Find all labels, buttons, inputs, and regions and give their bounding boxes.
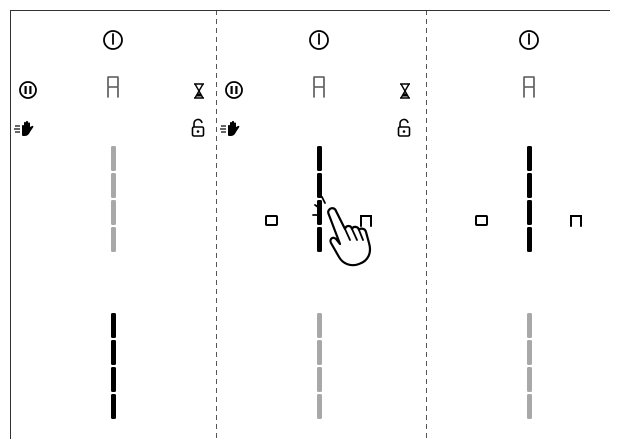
- display-character: [311, 75, 327, 100]
- lower-power-slider-segment[interactable]: [111, 394, 116, 419]
- lower-power-slider-segment[interactable]: [111, 367, 116, 392]
- hourglass-icon[interactable]: [398, 82, 412, 100]
- wipe-protection-icon[interactable]: [220, 119, 242, 139]
- lower-power-slider-segment[interactable]: [527, 340, 532, 365]
- unlock-icon[interactable]: [396, 118, 412, 138]
- power-icon[interactable]: [102, 29, 124, 51]
- unlock-icon[interactable]: [190, 118, 206, 138]
- upper-power-slider[interactable]: [109, 146, 118, 252]
- right-display-character: [569, 214, 584, 228]
- lower-power-slider[interactable]: [315, 313, 324, 419]
- hourglass-icon[interactable]: [192, 82, 206, 100]
- wipe-protection-icon[interactable]: [14, 119, 36, 139]
- upper-power-slider[interactable]: [525, 146, 534, 252]
- pause-icon[interactable]: [224, 80, 244, 100]
- panel-3: Aon: [426, 0, 622, 439]
- lower-power-slider-segment[interactable]: [317, 367, 322, 392]
- lower-power-slider-segment[interactable]: [527, 367, 532, 392]
- left-display-character: [264, 214, 279, 228]
- upper-power-slider-segment[interactable]: [111, 200, 116, 225]
- lower-power-slider[interactable]: [525, 313, 534, 419]
- panel-2: Aon: [216, 0, 422, 439]
- upper-power-slider-segment[interactable]: [111, 146, 116, 171]
- lower-power-slider-segment[interactable]: [317, 313, 322, 338]
- upper-power-slider-segment[interactable]: [317, 146, 322, 171]
- lower-power-slider-segment[interactable]: [527, 313, 532, 338]
- lower-power-slider-segment[interactable]: [317, 340, 322, 365]
- upper-power-slider-segment[interactable]: [527, 200, 532, 225]
- power-icon[interactable]: [518, 29, 540, 51]
- display-character: [105, 75, 121, 100]
- lower-power-slider[interactable]: [109, 313, 118, 419]
- lower-power-slider-segment[interactable]: [111, 313, 116, 338]
- upper-power-slider-segment[interactable]: [111, 173, 116, 198]
- display-character: [521, 75, 537, 100]
- upper-power-slider-segment[interactable]: [527, 227, 532, 252]
- left-display-character: [474, 214, 489, 228]
- pause-icon[interactable]: [18, 80, 38, 100]
- lower-power-slider-segment[interactable]: [527, 394, 532, 419]
- power-icon[interactable]: [308, 29, 330, 51]
- lower-power-slider-segment[interactable]: [317, 394, 322, 419]
- upper-power-slider-segment[interactable]: [527, 173, 532, 198]
- upper-power-slider-segment[interactable]: [527, 146, 532, 171]
- panel-1: A: [10, 0, 216, 439]
- touch-hand-icon: [311, 195, 373, 271]
- lower-power-slider-segment[interactable]: [111, 340, 116, 365]
- upper-power-slider-segment[interactable]: [111, 227, 116, 252]
